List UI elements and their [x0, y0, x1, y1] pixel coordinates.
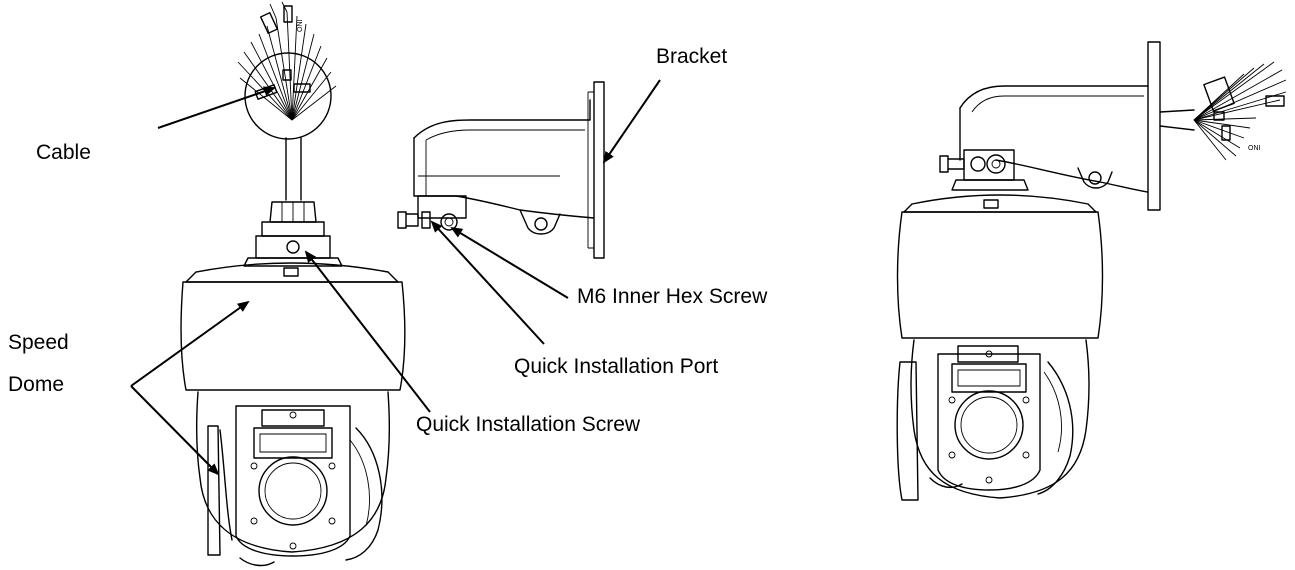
speed-dome-front-view — [180, 1, 406, 567]
bracket-arm — [413, 99, 591, 139]
label-speed-dome-line2: Dome — [8, 373, 65, 396]
pan-tilt-body — [195, 391, 391, 553]
label-m6-inner-hex-screw: M6 Inner Hex Screw — [577, 285, 768, 308]
assembled-cable — [1159, 109, 1195, 131]
quick-install-screw-hole — [286, 240, 300, 254]
bracket-wall-plate — [593, 81, 605, 259]
quick-screw-arrow — [304, 250, 431, 413]
camera-front-plate — [235, 405, 351, 557]
label-bracket: Bracket — [656, 45, 728, 68]
cable-arrow — [157, 86, 276, 129]
assembled-wall-plate — [1147, 41, 1161, 211]
label-quick-installation-screw: Quick Installation Screw — [416, 413, 641, 436]
bracket-arrow — [602, 79, 661, 164]
assembled-camera-front — [937, 353, 1041, 491]
wall-bracket-side-view — [397, 81, 605, 259]
cable-wires — [237, 1, 337, 121]
assembled-dome-on-bracket — [896, 41, 1287, 501]
quick-install-collar — [255, 235, 331, 259]
connector-tag-a: ONI — [297, 20, 304, 33]
assembled-cable-wires — [1193, 61, 1287, 161]
speed-dome-arrow-1 — [130, 300, 250, 387]
m6-inner-hex-screw — [440, 213, 458, 231]
assembled-camera-lens — [954, 390, 1024, 460]
camera-lens — [258, 456, 328, 526]
assembled-dome-housing — [896, 211, 1104, 339]
cable-magnifier-circle — [244, 52, 332, 140]
ir-window — [261, 409, 325, 427]
cable-stem — [285, 137, 302, 201]
m6-screw-arrow — [450, 226, 569, 299]
connector-tag-b: ONI — [1248, 145, 1261, 152]
label-cable: Cable — [36, 141, 91, 164]
quick-port-arrow — [430, 220, 545, 345]
label-quick-installation-port: Quick Installation Port — [514, 355, 719, 378]
label-speed-dome-line1: Speed — [8, 331, 69, 354]
leader-arrows — [130, 79, 661, 476]
speed-dome-arrow-2 — [130, 385, 220, 476]
quick-install-port — [421, 211, 431, 229]
